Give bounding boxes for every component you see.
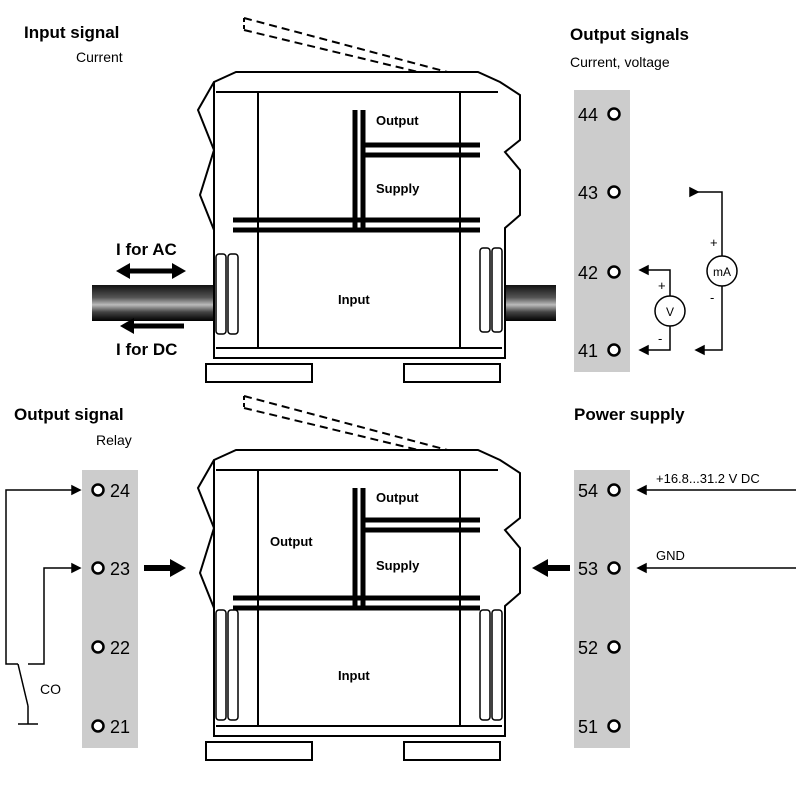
input-cable-right bbox=[500, 285, 556, 321]
co-label: CO bbox=[40, 681, 61, 697]
output-terminal-41[interactable]: 41 bbox=[578, 341, 621, 361]
voltmeter-minus: - bbox=[658, 331, 662, 346]
output-terminal-44[interactable]: 44 bbox=[578, 105, 621, 125]
relay-terminal-22[interactable]: 22 bbox=[91, 638, 131, 658]
output-signals-subtitle: Current, voltage bbox=[570, 54, 670, 70]
dc-label: I for DC bbox=[116, 340, 177, 359]
ammeter-minus: - bbox=[710, 290, 714, 305]
svg-text:21: 21 bbox=[110, 717, 130, 737]
svg-text:22: 22 bbox=[110, 638, 130, 658]
top-slots-left bbox=[215, 253, 239, 335]
power-terminal-52[interactable]: 52 bbox=[578, 638, 621, 658]
top-section: Input signal Current Output signals Curr… bbox=[24, 17, 738, 383]
relay-terminal-21[interactable]: 21 bbox=[91, 717, 131, 737]
top-internal-bus bbox=[233, 110, 480, 233]
voltmeter-icon bbox=[654, 295, 686, 327]
svg-text:23: 23 bbox=[110, 559, 130, 579]
top-supply-label: Supply bbox=[376, 181, 420, 196]
supply-voltage-label: +16.8...31.2 V DC bbox=[656, 471, 760, 486]
power-terminal-51[interactable]: 51 bbox=[578, 717, 621, 737]
svg-text:52: 52 bbox=[578, 638, 598, 658]
output-terminal-42[interactable]: 42 bbox=[578, 263, 621, 283]
power-supply-title: Power supply bbox=[574, 405, 685, 424]
gnd-label: GND bbox=[656, 548, 685, 563]
svg-text:42: 42 bbox=[578, 263, 598, 283]
ac-label: I for AC bbox=[116, 240, 177, 259]
svg-text:54: 54 bbox=[578, 481, 598, 501]
ammeter-icon bbox=[706, 255, 738, 287]
voltmeter-wiring bbox=[638, 264, 671, 356]
top-output-label: Output bbox=[376, 113, 419, 128]
ac-arrow-icon bbox=[116, 263, 186, 279]
voltmeter-plus: + bbox=[658, 278, 666, 293]
svg-text:44: 44 bbox=[578, 105, 598, 125]
output-terminal-strip bbox=[574, 90, 630, 372]
bottom-supply-label: Supply bbox=[376, 558, 420, 573]
svg-text:24: 24 bbox=[110, 481, 130, 501]
output-signals-title: Output signals bbox=[570, 25, 689, 44]
module-housing-top bbox=[196, 17, 521, 383]
bottom-input-label: Input bbox=[338, 668, 370, 683]
input-signal-title: Input signal bbox=[24, 23, 119, 42]
power-terminal-strip bbox=[574, 470, 630, 748]
dc-arrow-icon bbox=[120, 318, 184, 334]
svg-text:43: 43 bbox=[578, 183, 598, 203]
input-cable-left bbox=[92, 285, 222, 321]
ammeter-label: mA bbox=[713, 265, 731, 279]
module-housing-bottom bbox=[196, 395, 521, 761]
top-input-label: Input bbox=[338, 292, 370, 307]
bottom-output-left-label: Output bbox=[270, 534, 313, 549]
bottom-slots-right bbox=[479, 609, 503, 721]
output-terminal-43[interactable]: 43 bbox=[578, 183, 621, 203]
bottom-section: Output signal Relay Power supply 24 23 2… bbox=[5, 395, 796, 761]
relay-signal-arrow-icon bbox=[144, 559, 186, 577]
power-signal-arrow-icon bbox=[532, 559, 570, 577]
relay-terminal-24[interactable]: 24 bbox=[91, 481, 131, 501]
svg-text:41: 41 bbox=[578, 341, 598, 361]
input-signal-subtitle: Current bbox=[76, 49, 123, 65]
voltmeter-label: V bbox=[666, 305, 674, 319]
ammeter-plus: + bbox=[710, 235, 718, 250]
bottom-internal-bus bbox=[233, 488, 480, 611]
relay-terminal-23[interactable]: 23 bbox=[91, 559, 131, 579]
top-slots-right bbox=[479, 247, 503, 333]
power-wiring bbox=[636, 484, 796, 574]
relay-terminal-strip bbox=[82, 470, 138, 748]
output-signal-subtitle: Relay bbox=[96, 432, 132, 448]
bottom-output-label: Output bbox=[376, 490, 419, 505]
svg-text:53: 53 bbox=[578, 559, 598, 579]
ammeter-wiring bbox=[689, 186, 723, 356]
power-terminal-54[interactable]: 54 bbox=[578, 481, 621, 501]
relay-contact-wiring bbox=[5, 484, 82, 725]
svg-text:51: 51 bbox=[578, 717, 598, 737]
power-terminal-53[interactable]: 53 bbox=[578, 559, 621, 579]
output-signal-title: Output signal bbox=[14, 405, 124, 424]
